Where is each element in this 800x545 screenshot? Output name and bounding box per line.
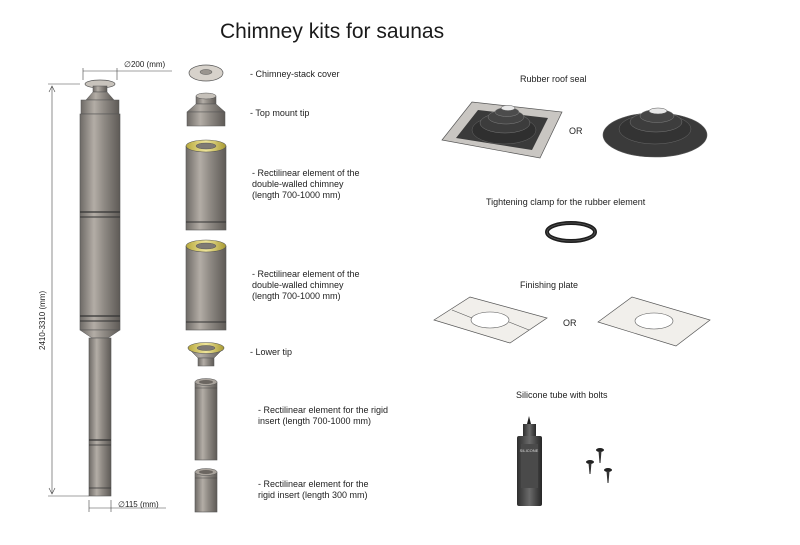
top-diameter-label: ∅200 (mm) <box>124 60 166 69</box>
finishing-plate-solid <box>597 296 711 347</box>
label-rigid-insert-short: - Rectilinear element for the rigid inse… <box>258 479 369 500</box>
label-double-wall-element-1: - Rectilinear element of the double-wall… <box>252 168 360 200</box>
or-separator-plates: OR <box>563 318 577 328</box>
label-double-wall-element-2: - Rectilinear element of the double-wall… <box>252 269 360 301</box>
label-lower-tip: - Lower tip <box>250 347 293 357</box>
component-chimney-stack-cover <box>188 64 224 82</box>
component-double-wall-element-1 <box>185 139 227 231</box>
label-silicone-tube: Silicone tube with bolts <box>516 390 608 400</box>
component-top-mount-tip <box>186 92 226 127</box>
bolts <box>586 448 612 483</box>
component-lower-tip <box>187 342 225 367</box>
svg-text:SILICONE: SILICONE <box>520 448 539 453</box>
label-rubber-roof-seal: Rubber roof seal <box>520 74 587 84</box>
component-double-wall-element-2 <box>185 239 227 331</box>
tightening-clamp <box>545 221 597 243</box>
page-title: Chimney kits for saunas <box>220 20 445 43</box>
rubber-roof-seal-round <box>602 107 708 158</box>
label-top-mount-tip: - Top mount tip <box>250 108 310 118</box>
label-finishing-plate: Finishing plate <box>520 280 579 290</box>
silicone-tube: SILICONE <box>517 416 542 506</box>
component-rigid-insert-long <box>194 378 218 461</box>
finishing-plate-split <box>433 296 548 344</box>
label-tightening-clamp: Tightening clamp for the rubber element <box>486 197 646 207</box>
height-label: 2410-3310 (mm) <box>38 290 47 350</box>
component-rigid-insert-short <box>194 468 218 513</box>
bottom-diameter-label: ∅115 (mm) <box>118 500 159 509</box>
label-chimney-stack-cover: - Chimney-stack cover <box>250 69 340 79</box>
dimension-lines <box>48 68 172 512</box>
label-rigid-insert-long: - Rectilinear element for the rigid inse… <box>258 405 389 426</box>
or-separator-seals: OR <box>569 126 583 136</box>
rubber-roof-seal-square <box>441 101 563 159</box>
assembled-chimney <box>79 79 121 497</box>
